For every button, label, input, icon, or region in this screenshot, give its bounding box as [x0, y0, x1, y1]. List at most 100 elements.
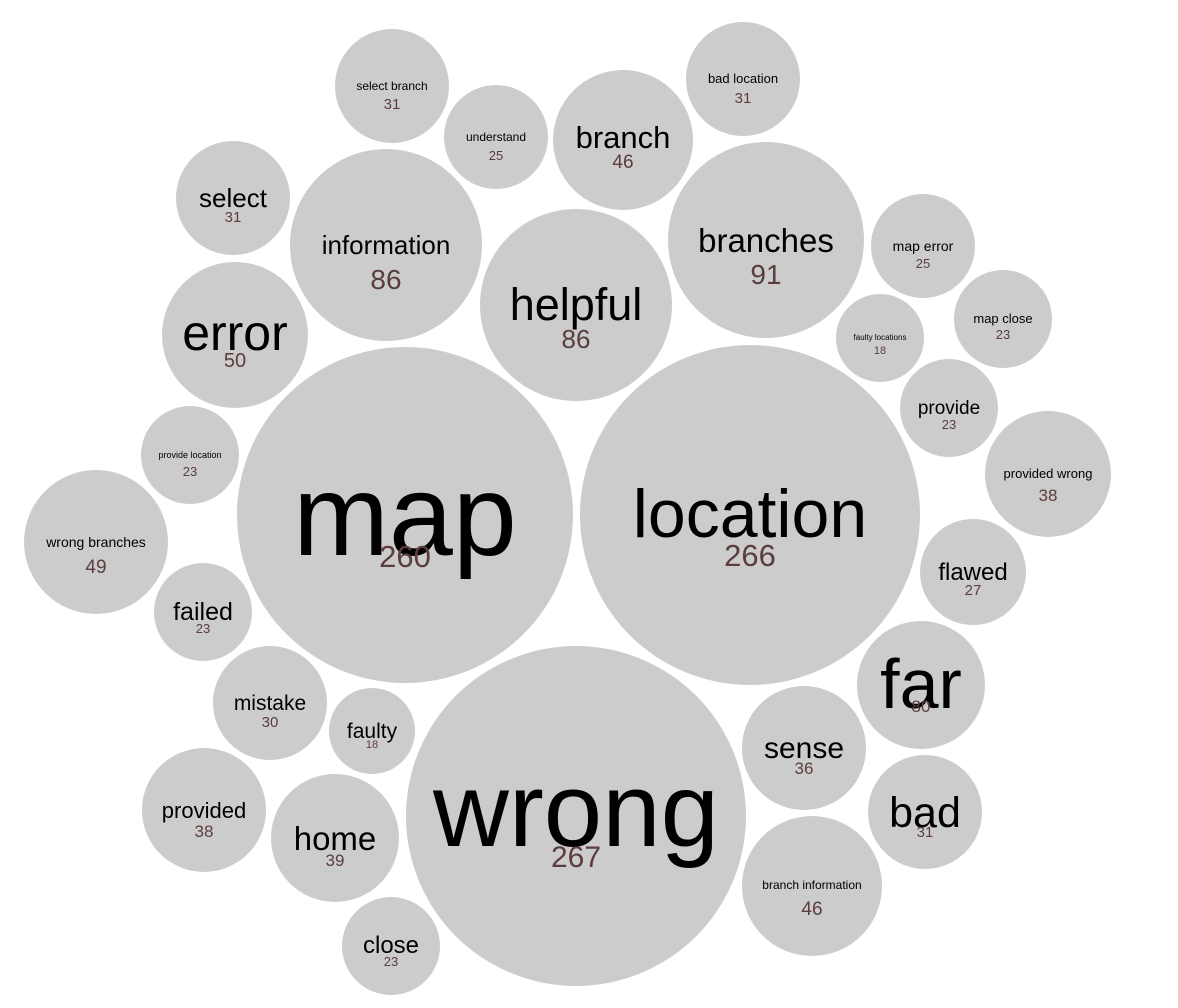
bubble-count-provided-wrong: 38	[1039, 486, 1058, 505]
bubble-circle-far	[857, 621, 985, 749]
bubble-count-home: 39	[326, 851, 345, 870]
bubble-count-information: 86	[370, 264, 401, 295]
bubble-count-provide-location: 23	[183, 464, 197, 479]
bubble-circle-mistake	[213, 646, 327, 760]
bubble-circle-home	[271, 774, 399, 902]
bubble-circle-map-close	[954, 270, 1052, 368]
bubble-count-branches: 91	[750, 259, 781, 290]
bubble-count-faulty-locations: 18	[874, 345, 886, 357]
bubble-circle-provide-location	[141, 406, 239, 504]
bubble-label-provide-location: provide location	[158, 450, 221, 460]
bubble-circle-sense	[742, 686, 866, 810]
bubble-circle-provided-wrong	[985, 411, 1111, 537]
bubble-label-faulty-locations: faulty locations	[854, 333, 907, 342]
bubble-circle-provide	[900, 359, 998, 457]
bubble-information: information 86	[290, 149, 482, 341]
bubble-count-helpful: 86	[562, 324, 591, 354]
bubble-count-map: 260	[379, 539, 431, 574]
bubble-circle-map-error	[871, 194, 975, 298]
bubble-count-flawed: 27	[965, 582, 982, 599]
bubble-label-bad: bad	[889, 789, 961, 837]
bubble-label-map-error: map error	[893, 238, 954, 254]
bubble-circle-wrong-branches	[24, 470, 168, 614]
bubble-circle-flawed	[920, 519, 1026, 625]
bubble-circle-select	[176, 141, 290, 255]
bubble-label-mistake: mistake	[234, 692, 306, 715]
bubble-wrong-branches: wrong branches 49	[24, 470, 168, 614]
bubble-circle-select-branch	[335, 29, 449, 143]
bubble-faulty-locations: faulty locations 18	[836, 294, 924, 382]
bubble-label-wrong-branches: wrong branches	[45, 534, 146, 550]
bubble-circle-branch-information	[742, 816, 882, 956]
bubble-count-faulty: 18	[366, 739, 378, 751]
bubble-count-error: 50	[224, 350, 246, 372]
bubble-circle-provided	[142, 748, 266, 872]
bubble-count-branch-information: 46	[801, 899, 822, 920]
bubble-label-provided-wrong: provided wrong	[1004, 466, 1093, 481]
bubble-label-faulty: faulty	[347, 720, 398, 743]
bubble-circle-map	[237, 347, 573, 683]
bubble-count-bad-location: 31	[735, 90, 752, 107]
bubble-circle-location	[580, 345, 920, 685]
bubble-bad-location: bad location 31	[686, 22, 800, 136]
bubble-label-helpful: helpful	[510, 279, 643, 330]
bubble-circle-failed	[154, 563, 252, 661]
bubble-label-provide: provide	[918, 398, 980, 419]
bubble-count-close: 23	[384, 954, 398, 969]
bubble-label-provided: provided	[162, 798, 246, 823]
bubble-count-bad: 31	[917, 824, 934, 841]
bubble-circle-bad-location	[686, 22, 800, 136]
bubble-circle-information	[290, 149, 482, 341]
bubble-circle-faulty	[329, 688, 415, 774]
bubble-count-provide: 23	[942, 417, 956, 432]
bubble-count-wrong-branches: 49	[85, 557, 106, 578]
bubble-circle-close	[342, 897, 440, 995]
bubble-count-branch: 46	[612, 152, 633, 173]
bubble-label-bad-location: bad location	[708, 71, 778, 86]
bubble-label-failed: failed	[173, 598, 233, 626]
bubble-label-understand: understand	[466, 130, 526, 144]
bubble-circle-error	[162, 262, 308, 408]
bubble-label-select: select	[199, 183, 268, 213]
bubble-circle-helpful	[480, 209, 672, 401]
bubble-provide-location: provide location 23	[141, 406, 239, 504]
bubble-circle-understand	[444, 85, 548, 189]
bubble-label-select-branch: select branch	[356, 79, 427, 93]
bubble-count-far: 80	[912, 697, 931, 716]
bubble-label-location: location	[633, 476, 867, 552]
bubble-branch-information: branch information 46	[742, 816, 882, 956]
bubble-circle-branch	[553, 70, 693, 210]
bubble-circle-wrong	[406, 646, 746, 986]
bubble-count-provided: 38	[195, 822, 214, 841]
bubble-label-home: home	[294, 820, 377, 857]
bubble-label-flawed: flawed	[938, 559, 1007, 586]
bubble-count-select-branch: 31	[384, 96, 401, 113]
bubble-label-map: map	[293, 452, 517, 580]
bubble-label-branch: branch	[576, 120, 671, 155]
bubble-label-error: error	[182, 305, 288, 361]
bubble-label-branch-information: branch information	[762, 878, 861, 892]
bubble-count-failed: 23	[196, 621, 210, 636]
bubble-label-information: information	[322, 230, 451, 260]
bubble-select-branch: select branch 31	[335, 29, 449, 143]
bubble-count-map-close: 23	[996, 327, 1010, 342]
bubble-provided-wrong: provided wrong 38	[985, 411, 1111, 537]
